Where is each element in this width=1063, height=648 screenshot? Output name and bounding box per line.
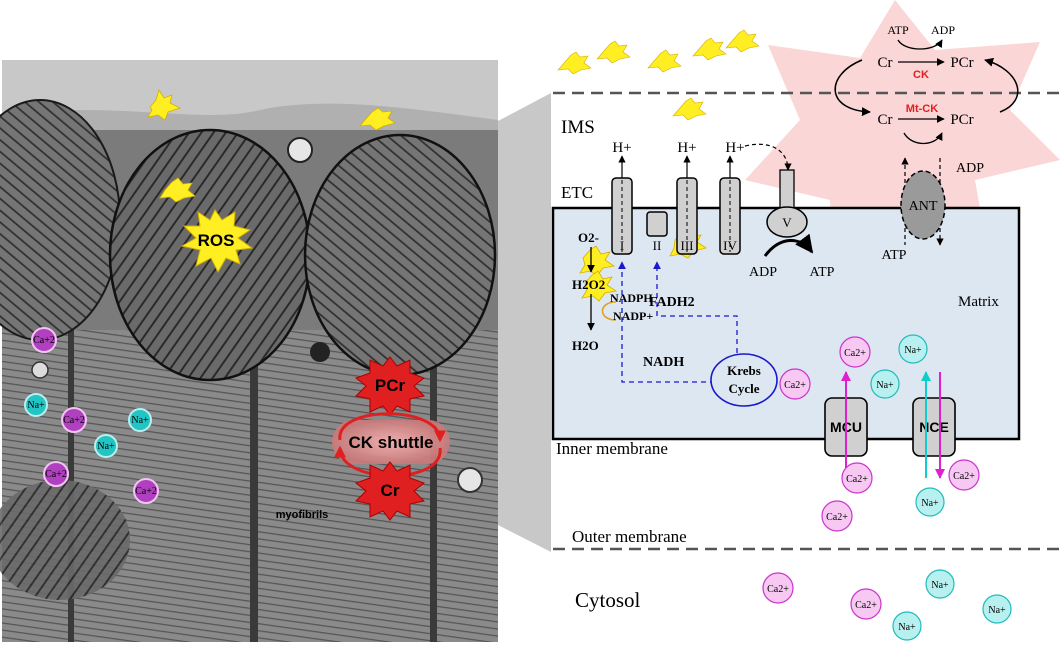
nce-exchanger: NCE [912, 397, 956, 457]
na-ion: Na+ [982, 594, 1012, 624]
ant-transporter: ANT [900, 157, 946, 246]
ca-ion: Ca2+ [821, 500, 853, 532]
ck-pcr-lower-label: PCr [950, 112, 973, 128]
complex-v-label: V [782, 215, 792, 230]
h2o2-label: H2O2 [572, 277, 605, 292]
svg-text:Na+: Na+ [27, 400, 45, 411]
ck-pcr-upper-label: PCr [950, 55, 973, 71]
micro-na-ion: Na+ [24, 393, 48, 417]
svg-text:Ca2+: Ca2+ [855, 600, 877, 611]
complex-ii-label: II [653, 238, 662, 253]
ck-shuttle-label: CK shuttle [349, 433, 434, 452]
nce-label: NCE [919, 419, 949, 435]
complex-ii: II [646, 211, 668, 253]
myofibrils-label: myofibrils [276, 509, 329, 521]
ant-label: ANT [909, 199, 938, 214]
ck-cr-lower-label: Cr [878, 112, 893, 128]
matrix-label: Matrix [958, 294, 999, 310]
ck-adp-top-label: ADP [931, 23, 955, 37]
etc-label: ETC [561, 183, 593, 202]
svg-text:Ca+2: Ca+2 [45, 469, 67, 480]
ck-cycle: ATP ADP Cr PCr CK Cr PCr Mt-CK [834, 23, 1019, 145]
superoxide-label: O2- [578, 230, 599, 245]
ca-ion: Ca2+ [779, 368, 811, 400]
svg-text:Ca2+: Ca2+ [844, 348, 866, 359]
ca-ion: Ca2+ [762, 572, 794, 604]
cytosol-label: Cytosol [575, 588, 641, 612]
complex-i: I [611, 155, 633, 255]
micro-ca-ion: Ca+2 [43, 461, 69, 487]
svg-text:Na+: Na+ [988, 605, 1006, 616]
micro-ca-ion: Ca+2 [133, 478, 159, 504]
mt-ck-label: Mt-CK [906, 103, 938, 115]
complex-iii-label: III [681, 238, 694, 253]
svg-text:Ca+2: Ca+2 [135, 486, 157, 497]
ant-adp-label: ADP [956, 161, 984, 176]
proton-label: H+ [725, 140, 744, 156]
complex-i-label: I [620, 238, 624, 253]
outer-membrane-label: Outer membrane [572, 527, 687, 546]
ck-enzyme-label: CK [913, 69, 929, 81]
ck-star-background [745, 0, 1060, 285]
svg-text:Ca+2: Ca+2 [33, 335, 55, 346]
complex-v: V [766, 169, 808, 238]
micrograph-panel: ROS PCr CK shuttle Cr myofibrils Ca+2 Ca… [0, 60, 498, 642]
na-ion: Na+ [892, 611, 922, 641]
micro-ca-ion: Ca+2 [61, 407, 87, 433]
na-ion: Na+ [915, 487, 945, 517]
svg-text:Na+: Na+ [97, 441, 115, 452]
ant-atp-label: ATP [882, 248, 907, 263]
nadh-label: NADH [643, 355, 684, 370]
krebs-label-line1: Krebs [727, 363, 761, 378]
micro-na-ion: Na+ [94, 434, 118, 458]
svg-text:Ca2+: Ca2+ [767, 584, 789, 595]
ck-atp-top-label: ATP [887, 23, 909, 37]
nadp-label: NADP+ [613, 309, 653, 323]
mitochondrion-right [303, 133, 497, 377]
nadph-label: NADPH [610, 291, 653, 305]
inner-membrane-label: Inner membrane [556, 439, 668, 458]
svg-text:Na+: Na+ [931, 580, 949, 591]
water-label: H2O [572, 338, 599, 353]
ca-ion: Ca2+ [850, 588, 882, 620]
krebs-label-line2: Cycle [728, 381, 759, 396]
adp-label: ADP [749, 265, 777, 280]
micro-na-ion: Na+ [128, 408, 152, 432]
svg-text:Ca2+: Ca2+ [826, 512, 848, 523]
na-ion: Na+ [925, 569, 955, 599]
ca-ion: Ca2+ [841, 462, 873, 494]
na-ion: Na+ [898, 334, 928, 364]
ros-burst: ROS [180, 209, 254, 274]
micro-ca-ion: Ca+2 [31, 327, 57, 353]
complex-iii: III [669, 155, 707, 259]
zoom-wedge [498, 93, 551, 552]
ck-shuttle: PCr CK shuttle Cr [332, 356, 450, 521]
ims-label: IMS [561, 117, 595, 138]
proton-label: H+ [677, 140, 696, 156]
complex-iv: IV [719, 155, 741, 255]
atp-label: ATP [810, 265, 835, 280]
ck-cr-upper-label: Cr [878, 55, 893, 71]
svg-text:Na+: Na+ [921, 498, 939, 509]
ca-ion: Ca2+ [839, 336, 871, 368]
svg-text:Ca2+: Ca2+ [784, 380, 806, 391]
na-ion: Na+ [870, 369, 900, 399]
ca-ion: Ca2+ [948, 459, 980, 491]
proton-label: H+ [612, 140, 631, 156]
svg-text:Na+: Na+ [876, 380, 894, 391]
ros-label: ROS [198, 231, 235, 250]
svg-text:Ca+2: Ca+2 [63, 415, 85, 426]
svg-text:Na+: Na+ [904, 345, 922, 356]
shuttle-pcr-label: PCr [375, 376, 406, 395]
svg-text:Na+: Na+ [898, 622, 916, 633]
svg-text:Ca2+: Ca2+ [953, 471, 975, 482]
complex-iv-label: IV [723, 238, 737, 253]
svg-text:Ca2+: Ca2+ [846, 474, 868, 485]
krebs-cycle: Krebs Cycle [710, 353, 778, 407]
shuttle-cr-label: Cr [381, 481, 400, 500]
svg-text:Na+: Na+ [131, 415, 149, 426]
fadh2-label: FADH2 [649, 295, 695, 310]
